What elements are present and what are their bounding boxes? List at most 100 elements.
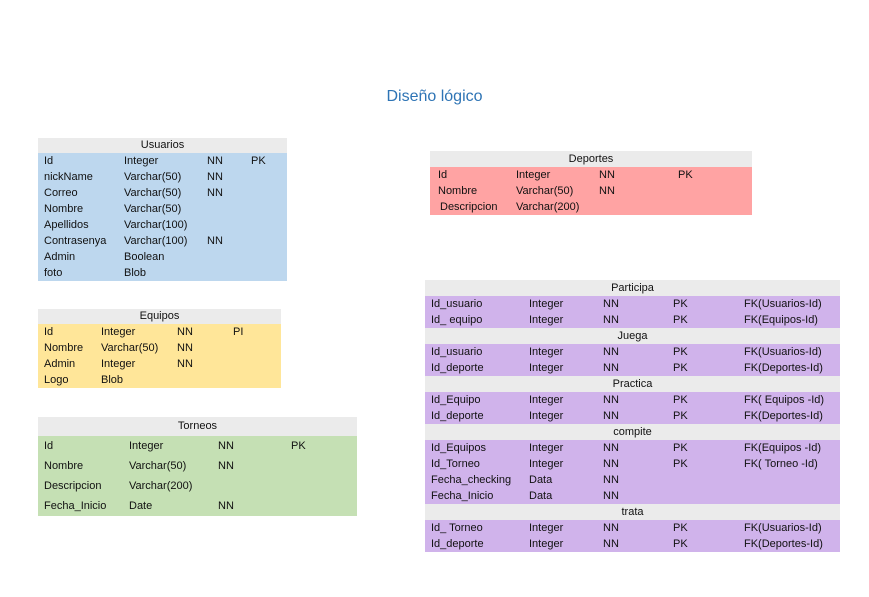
- table-cell: Admin: [44, 251, 76, 263]
- table-header: compite: [425, 424, 840, 440]
- table-header: Deportes: [430, 151, 752, 167]
- table-cell: Varchar(50): [124, 203, 182, 215]
- table-cell: Id_usuario: [431, 346, 483, 358]
- table-cell: Descripcion: [44, 480, 102, 492]
- table-cell: Id_ equipo: [431, 314, 483, 326]
- table-cell: Varchar(200): [129, 480, 193, 492]
- table-cell: NN: [603, 490, 619, 502]
- table-cell: PI: [233, 326, 244, 338]
- table-cell: Fecha_checking: [431, 474, 512, 486]
- table-header: Equipos: [38, 309, 281, 324]
- table-cell: NN: [603, 394, 619, 406]
- table-cell: Nombre: [44, 460, 84, 472]
- table-cell: PK: [673, 522, 688, 534]
- table-cell: NN: [603, 346, 619, 358]
- table-cell: Admin: [44, 358, 76, 370]
- table-cell: NN: [603, 458, 619, 470]
- table-cell: Integer: [529, 410, 564, 422]
- table-cell: Varchar(50): [516, 185, 574, 197]
- table-cell: Nombre: [438, 185, 478, 197]
- table-row: Apellidos Varchar(100): [38, 217, 287, 233]
- table-cell: Nombre: [44, 342, 84, 354]
- table-cell: Id: [44, 326, 54, 338]
- table-cell: NN: [177, 342, 193, 354]
- table-cell: FK(Deportes-Id): [744, 410, 823, 422]
- table-cell: Integer: [529, 522, 564, 534]
- table-cell: Integer: [529, 314, 564, 326]
- table-cell: Integer: [124, 155, 159, 167]
- table-cell: Fecha_Inicio: [44, 500, 107, 512]
- table-cell: NN: [218, 440, 234, 452]
- table-cell: Id_ Torneo: [431, 522, 483, 534]
- table-cell: NN: [207, 171, 223, 183]
- table-cell: Id_Torneo: [431, 458, 480, 470]
- table-header: Usuarios: [38, 138, 287, 153]
- table-cell: Contrasenya: [44, 235, 107, 247]
- table-cell: Integer: [101, 358, 136, 370]
- table-cell: NN: [207, 235, 223, 247]
- table-cell: FK(Equipos -Id): [744, 442, 822, 454]
- table-cell: Integer: [529, 442, 564, 454]
- table-cell: Integer: [129, 440, 164, 452]
- table-cell: NN: [603, 298, 619, 310]
- table-cell: PK: [251, 155, 266, 167]
- table-cell: Integer: [529, 298, 564, 310]
- table-cell: Varchar(50): [124, 187, 182, 199]
- table-cell: PK: [673, 538, 688, 550]
- table-cell: NN: [603, 362, 619, 374]
- table-header: Juega: [425, 328, 840, 344]
- table-cell: FK( Torneo -Id): [744, 458, 818, 470]
- table-header: trata: [425, 504, 840, 520]
- table-cell: Integer: [529, 538, 564, 550]
- table-cell: Fecha_Inicio: [431, 490, 494, 502]
- table-cell: Integer: [529, 458, 564, 470]
- table-cell: PK: [678, 169, 693, 181]
- table-cell: FK(Deportes-Id): [744, 538, 823, 550]
- table-cell: NN: [177, 358, 193, 370]
- table-cell: PK: [673, 314, 688, 326]
- table-row: nickName Varchar(50) NN: [38, 169, 287, 185]
- table-cell: NN: [603, 538, 619, 550]
- table-cell: Boolean: [124, 251, 165, 263]
- table-cell: Id: [438, 169, 448, 181]
- table-cell: Integer: [516, 169, 551, 181]
- table-cell: Apellidos: [44, 219, 89, 231]
- table-cell: nickName: [44, 171, 93, 183]
- table-cell: FK(Usuarios-Id): [744, 522, 822, 534]
- table-cell: PK: [673, 346, 688, 358]
- table-cell: Id_deporte: [431, 538, 484, 550]
- table-cell: Descripcion: [440, 201, 498, 213]
- table-cell: PK: [673, 394, 688, 406]
- table-cell: Integer: [529, 346, 564, 358]
- table-cell: FK(Usuarios-Id): [744, 346, 822, 358]
- table-cell: PK: [673, 410, 688, 422]
- table-cell: NN: [603, 474, 619, 486]
- table-cell: Logo: [44, 374, 69, 386]
- table-cell: Id_Equipos: [431, 442, 487, 454]
- table-cell: NN: [603, 314, 619, 326]
- table-cell: Varchar(50): [124, 171, 182, 183]
- table-header: Participa: [425, 280, 840, 296]
- table-cell: Varchar(100): [124, 219, 188, 231]
- table-cell: NN: [218, 500, 234, 512]
